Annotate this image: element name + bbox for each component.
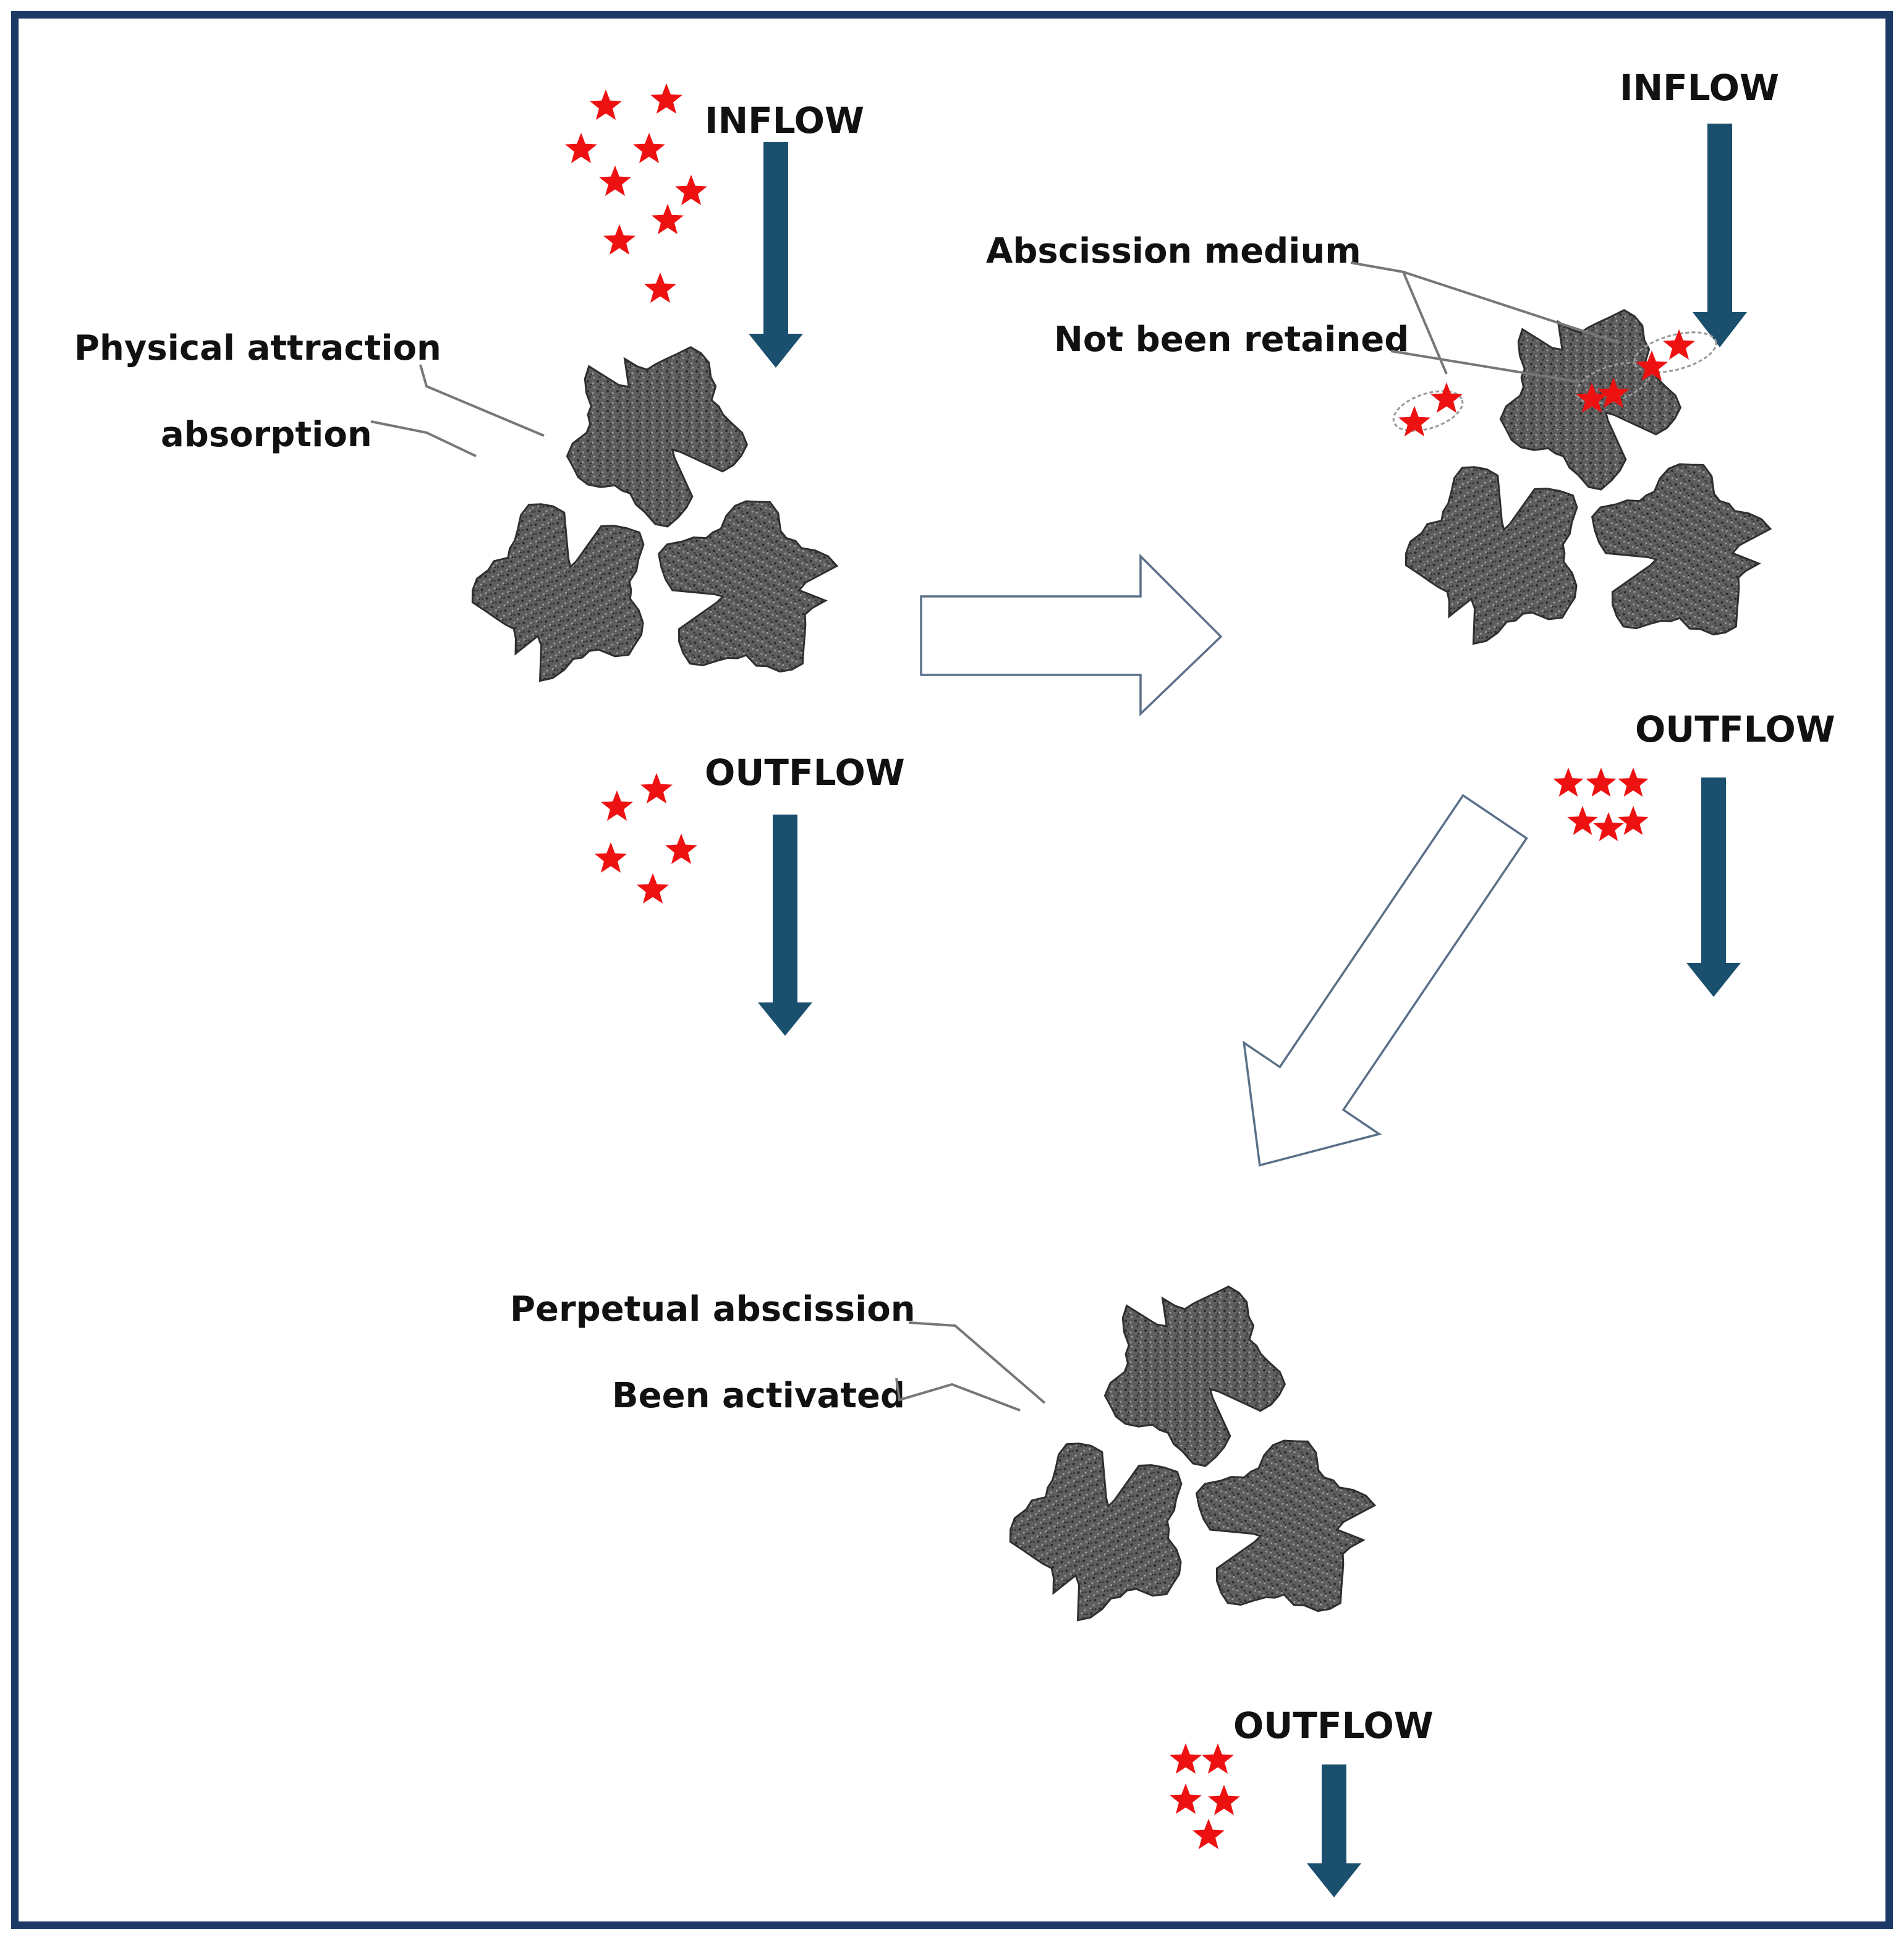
particle-lobe-shape — [1009, 1442, 1183, 1622]
star-icon — [650, 83, 682, 114]
star-icon — [1618, 806, 1649, 835]
down-arrow-icon — [1693, 124, 1747, 347]
particle-lobe-shape — [1405, 466, 1578, 645]
particle-lobe — [1195, 1439, 1377, 1612]
star-icon — [675, 174, 707, 206]
leader-line — [370, 420, 477, 457]
star-icon — [599, 165, 631, 197]
inflow-arrow — [749, 142, 803, 368]
star-icon — [1430, 382, 1463, 413]
leader-line — [908, 1321, 1046, 1404]
retention-outline — [1392, 390, 1464, 432]
particle-lobe-shape — [1591, 463, 1772, 636]
leader-line — [895, 1378, 1021, 1412]
star-icon — [1553, 768, 1584, 797]
inflow-label: INFLOW — [1620, 67, 1779, 109]
star-icon — [1576, 382, 1608, 413]
star-icon — [640, 773, 673, 804]
star-icon — [637, 873, 669, 904]
star-icon — [644, 272, 676, 303]
outflow-arrow — [1307, 1764, 1361, 1897]
star-icon — [1567, 806, 1598, 835]
particle-lobe — [657, 500, 839, 673]
panel-top-right: INFLOW OUTFLOW Abscission medium Not bee… — [986, 67, 1835, 997]
panel-bottom: OUTFLOW Perpetual abscission Been activa… — [510, 1285, 1434, 1897]
star-icon — [595, 842, 627, 873]
star-icon — [1593, 812, 1624, 841]
outline-arrow-icon — [920, 553, 1223, 717]
star-icon — [1170, 1783, 1202, 1815]
particle-lobe — [566, 345, 749, 528]
callout-physical-attraction: Physical attraction — [74, 328, 441, 368]
star-icon — [1663, 329, 1695, 360]
star-icon — [665, 833, 697, 865]
leader-line — [1390, 350, 1580, 383]
star-icon — [1208, 1784, 1240, 1816]
star-icon — [1202, 1743, 1234, 1774]
star-icon — [1170, 1743, 1202, 1774]
panel-top-left: INFLOW OUTFLOW Physical attraction absor… — [74, 83, 905, 1036]
outflow-label: OUTFLOW — [1233, 1705, 1434, 1747]
outflow-arrow — [1686, 777, 1741, 997]
star-icon — [1586, 768, 1617, 797]
star-icon — [590, 89, 622, 121]
particle-lobe-shape — [1103, 1285, 1286, 1467]
particle-lobe-shape — [471, 503, 645, 682]
outflow-contaminants — [1170, 1743, 1240, 1850]
star-icon — [1618, 768, 1649, 797]
particle-lobe — [471, 503, 645, 682]
callout-perpetual-abscission: Perpetual abscission — [510, 1289, 916, 1329]
outflow-contaminants — [1553, 768, 1649, 841]
adsorbed-contaminants — [1398, 329, 1695, 437]
particle-lobe-shape — [1195, 1439, 1377, 1612]
star-icon — [603, 224, 635, 255]
particle-lobe-shape — [657, 500, 839, 673]
inflow-label: INFLOW — [705, 100, 864, 142]
star-icon — [633, 132, 665, 164]
inflow-contaminants — [565, 83, 707, 303]
star-icon — [1597, 377, 1630, 409]
outflow-label: OUTFLOW — [705, 752, 905, 794]
outline-arrow-icon — [1243, 794, 1528, 1167]
star-icon — [1636, 350, 1668, 381]
particle-lobe — [1009, 1442, 1183, 1622]
star-icon — [565, 132, 597, 164]
outflow-contaminants — [595, 773, 697, 904]
star-icon — [1398, 405, 1430, 437]
down-arrow-icon — [1686, 777, 1741, 997]
particle-lobe — [1103, 1285, 1286, 1467]
callout-not-been-retained: Not been retained — [1054, 320, 1409, 360]
down-arrow-icon — [1307, 1764, 1361, 1897]
leader-line — [1402, 271, 1448, 375]
inflow-arrow — [1693, 124, 1747, 347]
retention-outline — [1633, 331, 1717, 373]
adsorbent-particle — [1405, 308, 1772, 645]
callout-been-activated: Been activated — [612, 1376, 905, 1416]
down-arrow-icon — [749, 142, 803, 368]
callout-absorption: absorption — [161, 415, 372, 455]
frame — [11, 11, 1893, 1929]
outflow-label: OUTFLOW — [1635, 708, 1835, 750]
star-icon — [652, 203, 684, 235]
callout-abscission-medium: Abscission medium — [986, 231, 1361, 271]
adsorbent-particle — [471, 345, 839, 682]
leader-line — [419, 364, 545, 437]
particle-lobe — [1591, 463, 1772, 636]
particle-lobe — [1405, 466, 1578, 645]
adsorbent-particle — [1009, 1285, 1377, 1622]
down-arrow-icon — [758, 815, 812, 1036]
star-icon — [601, 790, 633, 821]
outflow-arrow — [758, 815, 812, 1036]
star-icon — [1192, 1818, 1225, 1850]
particle-lobe-shape — [566, 345, 749, 528]
